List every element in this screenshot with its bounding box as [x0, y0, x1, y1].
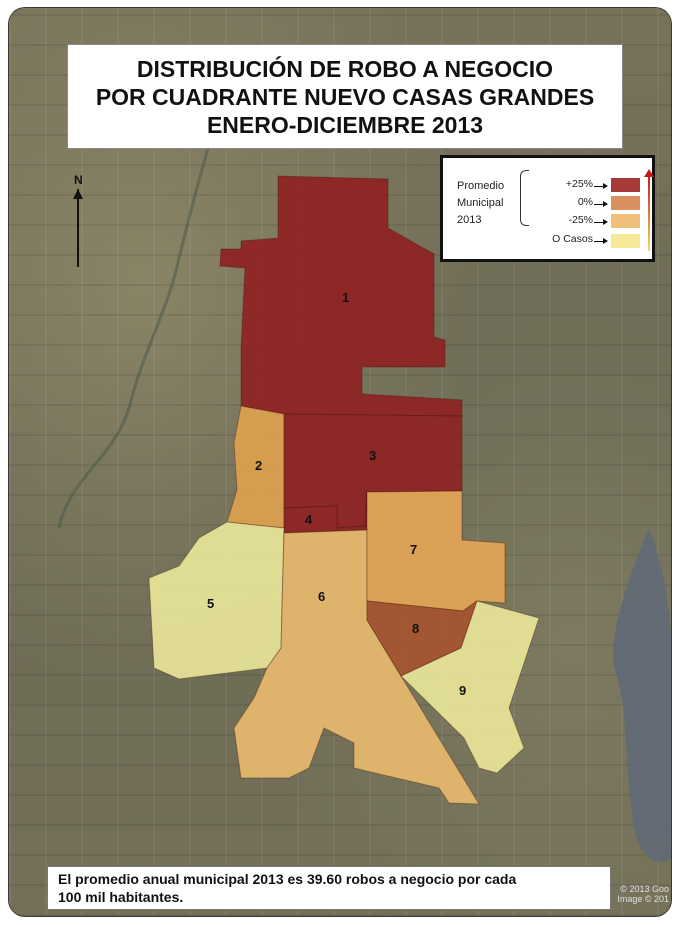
legend-arrow-icon [594, 201, 608, 207]
footer-note: El promedio anual municipal 2013 es 39.6… [47, 866, 611, 910]
water-body [613, 528, 671, 862]
legend-swatch-zero-cases [611, 234, 640, 248]
quadrant-label-6: 6 [318, 589, 325, 604]
legend-label-plus25: +25% [565, 178, 593, 190]
legend-label-zero: 0% [577, 196, 593, 208]
quadrant-6[interactable] [233, 529, 480, 805]
legend-label-minus25: -25% [568, 214, 593, 226]
title-line-2: POR CUADRANTE NUEVO CASAS GRANDES [95, 83, 595, 110]
title-line-3: ENERO-DICIEMBRE 2013 [206, 111, 484, 138]
north-label: N [74, 173, 83, 187]
footer-line-1: El promedio anual municipal 2013 es 39.6… [58, 871, 517, 887]
quadrant-label-9: 9 [459, 683, 466, 698]
quadrant-label-8: 8 [412, 621, 419, 636]
legend-arrow-icon [594, 183, 608, 189]
legend-swatch-minus25 [611, 214, 640, 228]
quadrant-label-4: 4 [305, 512, 313, 527]
quadrant-label-2: 2 [255, 458, 262, 473]
quadrant-7[interactable] [366, 490, 506, 612]
legend-arrow-icon [594, 219, 608, 225]
legend-label-zero-cases: O Casos [552, 233, 593, 245]
legend-title-line-3: 2013 [457, 214, 482, 226]
footer-line-2: 100 mil habitantes. [58, 889, 184, 905]
quadrant-1[interactable] [219, 175, 463, 417]
quadrant-map: 1 2 3 4 5 6 7 8 9 [57, 127, 671, 862]
map-title: DISTRIBUCIÓN DE ROBO A NEGOCIO POR CUADR… [67, 44, 623, 149]
legend-title: Promedio Municipal 2013 [457, 178, 504, 229]
river [57, 127, 216, 529]
legend-arrow-icon [594, 238, 608, 244]
legend-title-line-1: Promedio [457, 180, 505, 192]
quadrant-label-1: 1 [342, 290, 349, 305]
quadrant-9[interactable] [400, 600, 540, 774]
legend-scale-arrow-icon [644, 169, 654, 251]
title-line-1: DISTRIBUCIÓN DE ROBO A NEGOCIO [136, 55, 554, 82]
quadrant-label-7: 7 [410, 542, 417, 557]
quadrant-5[interactable] [148, 521, 285, 680]
legend-brace [520, 170, 529, 226]
legend-swatch-zero [611, 196, 640, 210]
map-frame: 1 2 3 4 5 6 7 8 9 DISTRIBUCIÓN DE ROBO A… [9, 8, 671, 916]
north-arrow-icon: N [67, 173, 89, 269]
legend: Promedio Municipal 2013 +25% 0% -25% O C… [440, 155, 655, 262]
quadrant-label-5: 5 [207, 596, 214, 611]
quadrant-label-3: 3 [369, 448, 376, 463]
north-arrow-shaft [73, 189, 83, 267]
legend-swatch-plus25 [611, 178, 640, 192]
legend-title-line-2: Municipal [457, 197, 504, 209]
